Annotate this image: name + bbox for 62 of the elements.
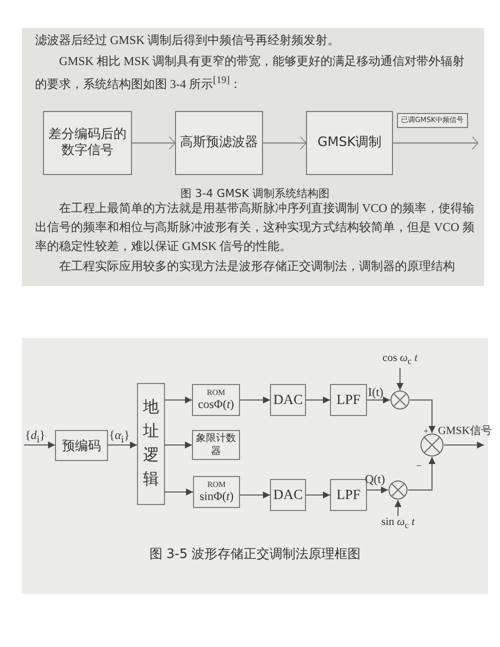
mixer-symbol [390,390,410,410]
edge-label: I(t) [368,386,384,399]
arrow [410,400,436,434]
arrow [164,488,194,496]
arrow [366,486,388,494]
edge-label: Q(t) [365,473,385,486]
arrow [306,396,330,404]
paragraph: 在工程上最简单的方法就是用基带高斯脉冲序列直接调制 VCO 的频率，使得输出信号的频率和相位与高斯脉冲波形有关，这种实现方式结构较简单，但是 VCO 频率的稳定性较差，难以保证 GMSK 信号的性能。 [35,200,475,255]
arrow [164,396,192,404]
process-box [330,384,367,416]
process-box [55,430,108,461]
adder-symbol [420,433,444,457]
box-text: 差分编码后的数字信号 [48,127,128,159]
paragraph: GMSK 相比 MSK 调制具有更窄的带宽，能够更好的满足移动通信对带外辐射的要求，系统结构图如图 3-4 所示$^{[19]}$： [35,53,466,93]
arrow [24,442,56,448]
box-text: LPF [336,392,361,408]
arrow [240,492,270,498]
box-heading: ROM [207,480,226,489]
box-text: sin ω$_{c}$ t [381,515,415,533]
box-heading: ROM [206,388,226,397]
paragraph: 滤波器后经过 GMSK 调制后得到中频信号再经射频发射。 [35,32,341,49]
arrow [108,442,138,448]
box-text: LPF [336,486,361,504]
arrow [306,492,330,498]
mixer-symbol [388,480,408,500]
sign-label: − [415,461,423,473]
box-text: DAC [273,486,303,504]
arrow [366,396,390,404]
process-box [270,384,306,416]
sign-label: + [422,425,430,437]
process-box [175,111,263,175]
arrow [240,396,270,404]
arrow [394,500,402,516]
box-text: cos ω$_{c}$ t [382,351,418,369]
box-text: 高斯预滤波器 [180,135,258,151]
box-text: 地址逻辑 [143,398,159,490]
edge-label: {d$_{i}$} [25,429,46,446]
address-logic-box [137,383,165,505]
arrow [444,442,484,448]
box-text: 预编码 [62,438,101,454]
arrow [408,456,436,490]
box-text: cosΦ(t) [198,397,234,412]
process-box [43,111,132,175]
box-text: DAC [273,392,303,408]
arrow [132,136,176,150]
process-box [193,476,240,508]
process-box [270,479,306,511]
arrow [393,136,478,150]
box-text: GMSK调制 [317,135,382,151]
box-text: sinΦ(t) [199,489,234,504]
process-box [192,384,240,416]
edge-label: GMSK信号 [438,425,492,438]
arrow [164,442,192,448]
figure-caption: 图 3-4 GMSK 调制系统结构图 [180,186,330,202]
paragraph: 在工程实际应用较多的实现方法是波形存储正交调制法，调制器的原理结构 [58,258,456,275]
arrow [396,368,404,390]
edge-label: {α$_{i}$} [109,429,130,446]
figure-caption: 图 3-5 波形存储正交调制法原理框图 [148,546,362,564]
process-box [306,111,393,175]
arrow [263,136,306,150]
box-text: 象限计数器 [195,432,237,458]
process-box [330,479,367,511]
